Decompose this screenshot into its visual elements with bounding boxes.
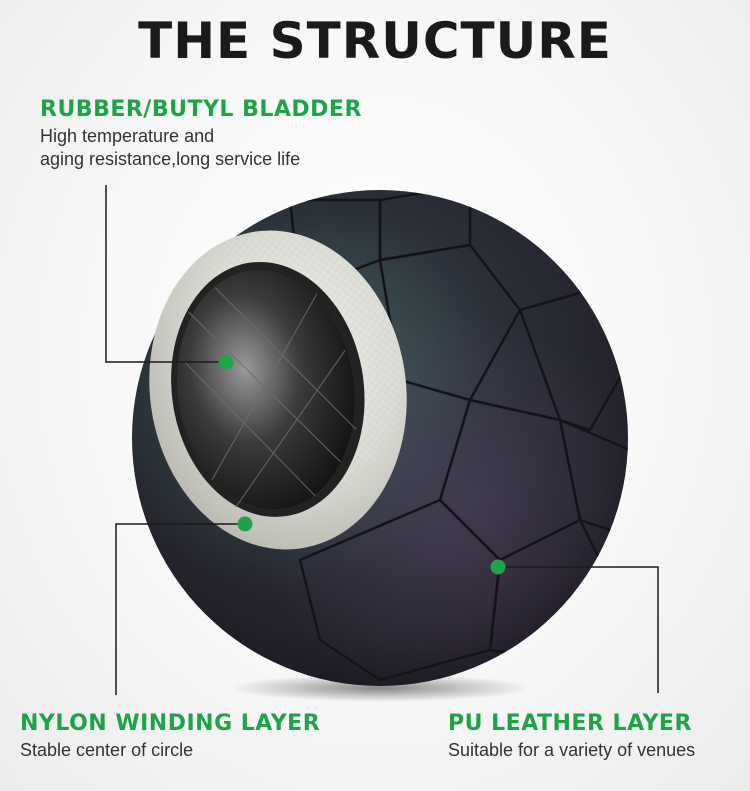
nylon-heading: NYLON WINDING LAYER bbox=[20, 711, 321, 736]
nylon-marker-dot bbox=[237, 516, 253, 532]
cutaway-section bbox=[149, 230, 407, 550]
pu-heading: PU LEATHER LAYER bbox=[448, 711, 692, 736]
rubber-bladder bbox=[177, 270, 355, 510]
bladder-leader-line bbox=[105, 185, 226, 363]
nylon-description: Stable center of circle bbox=[20, 740, 194, 760]
bladder-desc-line-2: aging resistance,long service life bbox=[40, 149, 301, 169]
pu-description: Suitable for a variety of venues bbox=[448, 740, 696, 760]
ball-shadow bbox=[230, 674, 530, 702]
bladder-heading: RUBBER/BUTYL BLADDER bbox=[40, 97, 362, 122]
bladder-desc-line-1: High temperature and bbox=[40, 126, 215, 146]
leader-lines bbox=[105, 185, 659, 695]
bladder-description: High temperature and aging resistance,lo… bbox=[40, 125, 300, 171]
pu-marker-dot bbox=[490, 559, 506, 575]
nylon-leader-line bbox=[115, 523, 245, 695]
page-title: THE STRUCTURE bbox=[138, 12, 612, 70]
bladder-marker-dot bbox=[218, 354, 234, 370]
pu-leader-line bbox=[498, 566, 659, 693]
